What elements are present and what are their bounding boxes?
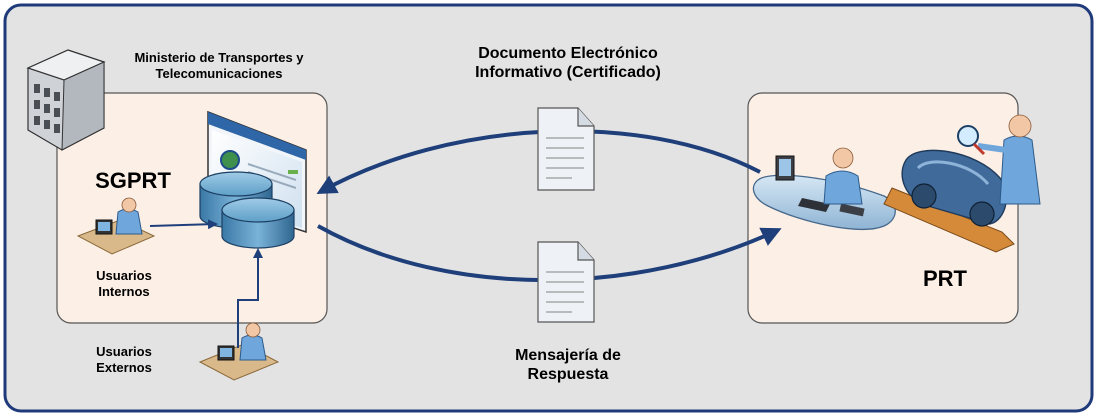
internal-users-line1: Usuarios [96, 268, 152, 283]
certificate-document-icon [537, 107, 595, 191]
internal-users-line2: Internos [98, 283, 150, 299]
ministry-label-line2: Telecomunicaciones [155, 65, 283, 81]
building-icon [26, 49, 106, 151]
external-users-label: Usuarios Externos [74, 344, 174, 375]
internal-users-label: Usuarios Internos [74, 268, 174, 299]
response-label-line2: Respuesta [527, 366, 609, 384]
response-label-line1: Mensajería de [515, 347, 621, 364]
external-user-connector [237, 248, 263, 348]
certificate-label-line1: Documento Electrónico [478, 45, 658, 62]
external-users-line2: Externos [96, 359, 152, 375]
response-document-icon [537, 241, 595, 323]
certificate-label-line2: Informativo (Certificado) [475, 64, 661, 82]
response-label: Mensajería de Respuesta [468, 346, 668, 384]
external-user-icon [198, 322, 280, 381]
sgprt-label: SGPRT [95, 168, 171, 193]
prt-label: PRT [923, 266, 967, 291]
database-icon [199, 171, 295, 249]
ministry-label: Ministerio de Transportes y Telecomunica… [84, 50, 354, 81]
vehicle-inspection-icon [883, 114, 1041, 253]
prt-operator-workstation-icon [752, 147, 896, 230]
external-users-line1: Usuarios [96, 344, 152, 359]
internal-user-icon [76, 197, 156, 255]
internal-user-connector [149, 219, 218, 230]
certificate-label: Documento Electrónico Informativo (Certi… [398, 44, 738, 82]
ministry-label-line1: Ministerio de Transportes y [134, 50, 304, 65]
